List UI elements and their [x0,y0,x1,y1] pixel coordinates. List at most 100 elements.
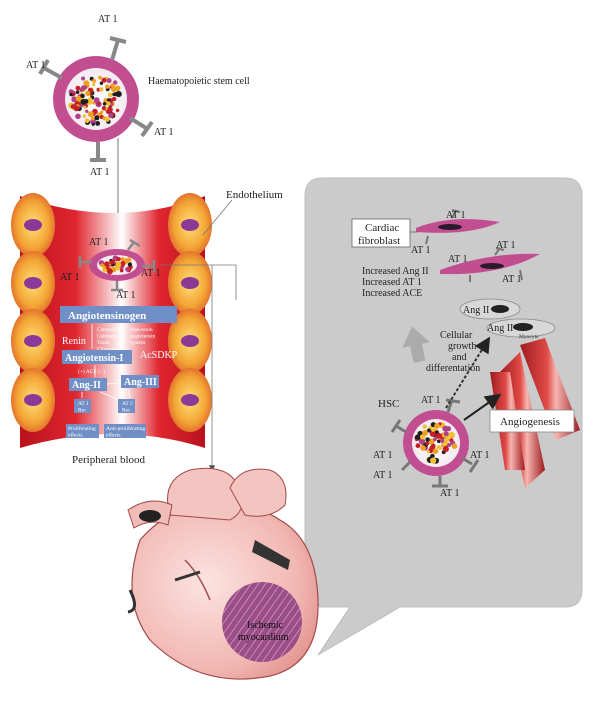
ang2-label: Ang-II [72,380,101,391]
granule [99,87,104,92]
vessel-branch-line [212,264,237,300]
ang2-label-2: Ang II [487,323,513,334]
fib-at1-4: AT 1 [448,254,468,265]
granule [84,118,90,123]
granule [425,437,430,442]
granule [426,450,430,454]
ang2-box [69,378,107,391]
granule [98,75,102,80]
granule [438,446,443,450]
granule [92,82,96,87]
ang2-myocyte-1 [459,298,521,320]
fibroblast-cells [416,209,540,282]
angiotensinogen-box [60,306,177,323]
granule [125,267,130,272]
cellular-line2: growth [448,341,476,352]
at1-label-right: AT 1 [154,127,174,138]
granule [82,114,87,118]
granule [69,92,73,97]
granule [415,443,421,449]
heart-atrium-left [167,467,243,521]
heart [127,467,319,680]
granule [104,116,110,122]
myocyte-label: Myocyte [519,334,539,340]
granule [439,438,445,443]
at2-rec-box [118,399,135,413]
proliferating-line-0: Proliferating [68,425,96,432]
granule [426,428,431,433]
granule [420,445,426,451]
granule [93,97,100,104]
granule [442,446,449,453]
granule [442,425,449,432]
granule [99,81,104,85]
anti-proliferating-box [104,424,146,438]
granule [100,110,104,114]
vessel-stem-cell [78,238,156,292]
granule [105,101,111,106]
granule [434,423,440,429]
granule [85,90,91,97]
angiogenesis-box [489,409,575,433]
granule [110,83,115,88]
ras-pathway: Angiotensinogen Renin Catepsin DCatepsin… [60,306,178,439]
granule [106,268,113,275]
granule [112,268,117,273]
granule [91,122,95,126]
enzyme-line-0: Catepsin D [97,327,122,333]
vessel-at1-bottom: AT 1 [116,290,136,301]
non-renin-line-0: Non-renin [130,327,153,333]
vessel-at1-left: AT 1 [60,272,80,283]
hsc-to-angiogenesis-arrow [463,393,502,421]
granule [101,106,107,111]
cellular-growth-arrow [402,326,430,363]
ischemic-line1: Ischemic [247,620,284,631]
enzyme-line-2: Tonin [97,340,110,346]
vessel-at1-right: AT 1 [141,268,161,279]
granule [75,85,81,91]
granule [443,431,449,437]
granule [119,268,124,273]
at1-receptors [38,36,154,162]
granule [451,443,458,450]
granule [432,448,439,455]
stem-cell-top [38,36,154,162]
heart-body [131,503,319,680]
granule [446,443,451,447]
non-renin-line-1: angiotensin [130,334,156,340]
granule [120,257,125,262]
endothelium-label: Endothelium [226,189,283,201]
granule [107,106,113,113]
ang2-label-1: Ang II [463,305,489,316]
hsc-label: HSC [378,398,399,410]
ace-label: (+) ACE (−) [78,368,105,375]
enzyme-line-1: Catepsin G [97,334,122,340]
granule [75,113,81,120]
granule [106,78,112,84]
granule [101,77,107,83]
granule [113,80,118,85]
granule [415,434,420,440]
at2-rec-line-1: Rec [122,408,131,414]
granule [100,263,104,268]
cellular-line3: and [452,352,466,363]
stem-cell-label: Haematopoietic stem cell [148,76,250,87]
granule [127,262,133,267]
fibroblast-label-line1: Cardiac [365,222,399,234]
granule [90,116,95,121]
granule [80,93,85,99]
granule [94,115,100,121]
hsc-at1-top: AT 1 [421,395,441,406]
granule [92,78,96,83]
granule [126,257,132,263]
granule [444,437,450,443]
stem-cell-granules [68,75,122,126]
increased-ace: Increased ACE [362,288,422,299]
granule [81,76,86,81]
hsc-at1-left: AT 1 [373,450,393,461]
granule [430,457,437,464]
granule [71,96,78,103]
heart-vessel-opening [139,510,161,522]
